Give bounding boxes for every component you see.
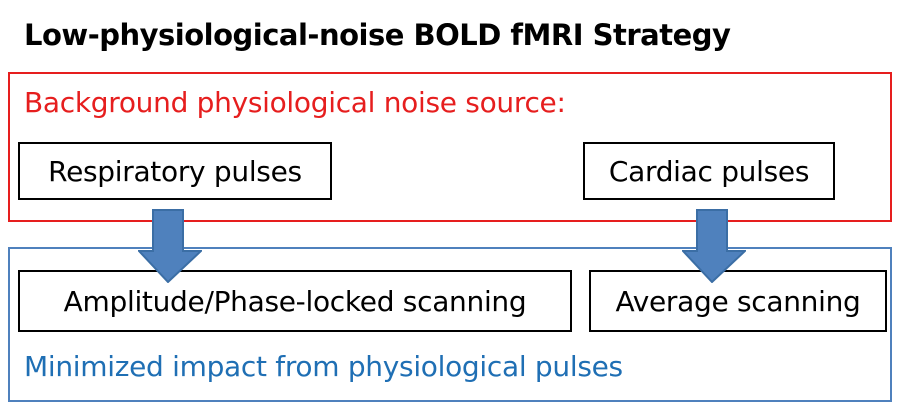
arrow-shape [138, 209, 202, 283]
strategy-panel [8, 247, 892, 402]
arrow-shape [682, 209, 746, 283]
noise-source-heading: Background physiological noise source: [24, 86, 566, 119]
diagram-title: Low-physiological-noise BOLD fMRI Strate… [24, 18, 731, 52]
respiratory-pulses-box: Respiratory pulses [18, 142, 332, 200]
average-scanning-box: Average scanning [589, 270, 887, 332]
noise-source-panel [8, 72, 892, 222]
arrow-down-icon [682, 209, 746, 283]
amplitude-phase-locked-scanning-box: Amplitude/Phase-locked scanning [18, 270, 572, 332]
strategy-heading: Minimized impact from physiological puls… [24, 350, 623, 383]
arrow-down-icon [138, 209, 202, 283]
cardiac-pulses-box: Cardiac pulses [583, 142, 835, 200]
